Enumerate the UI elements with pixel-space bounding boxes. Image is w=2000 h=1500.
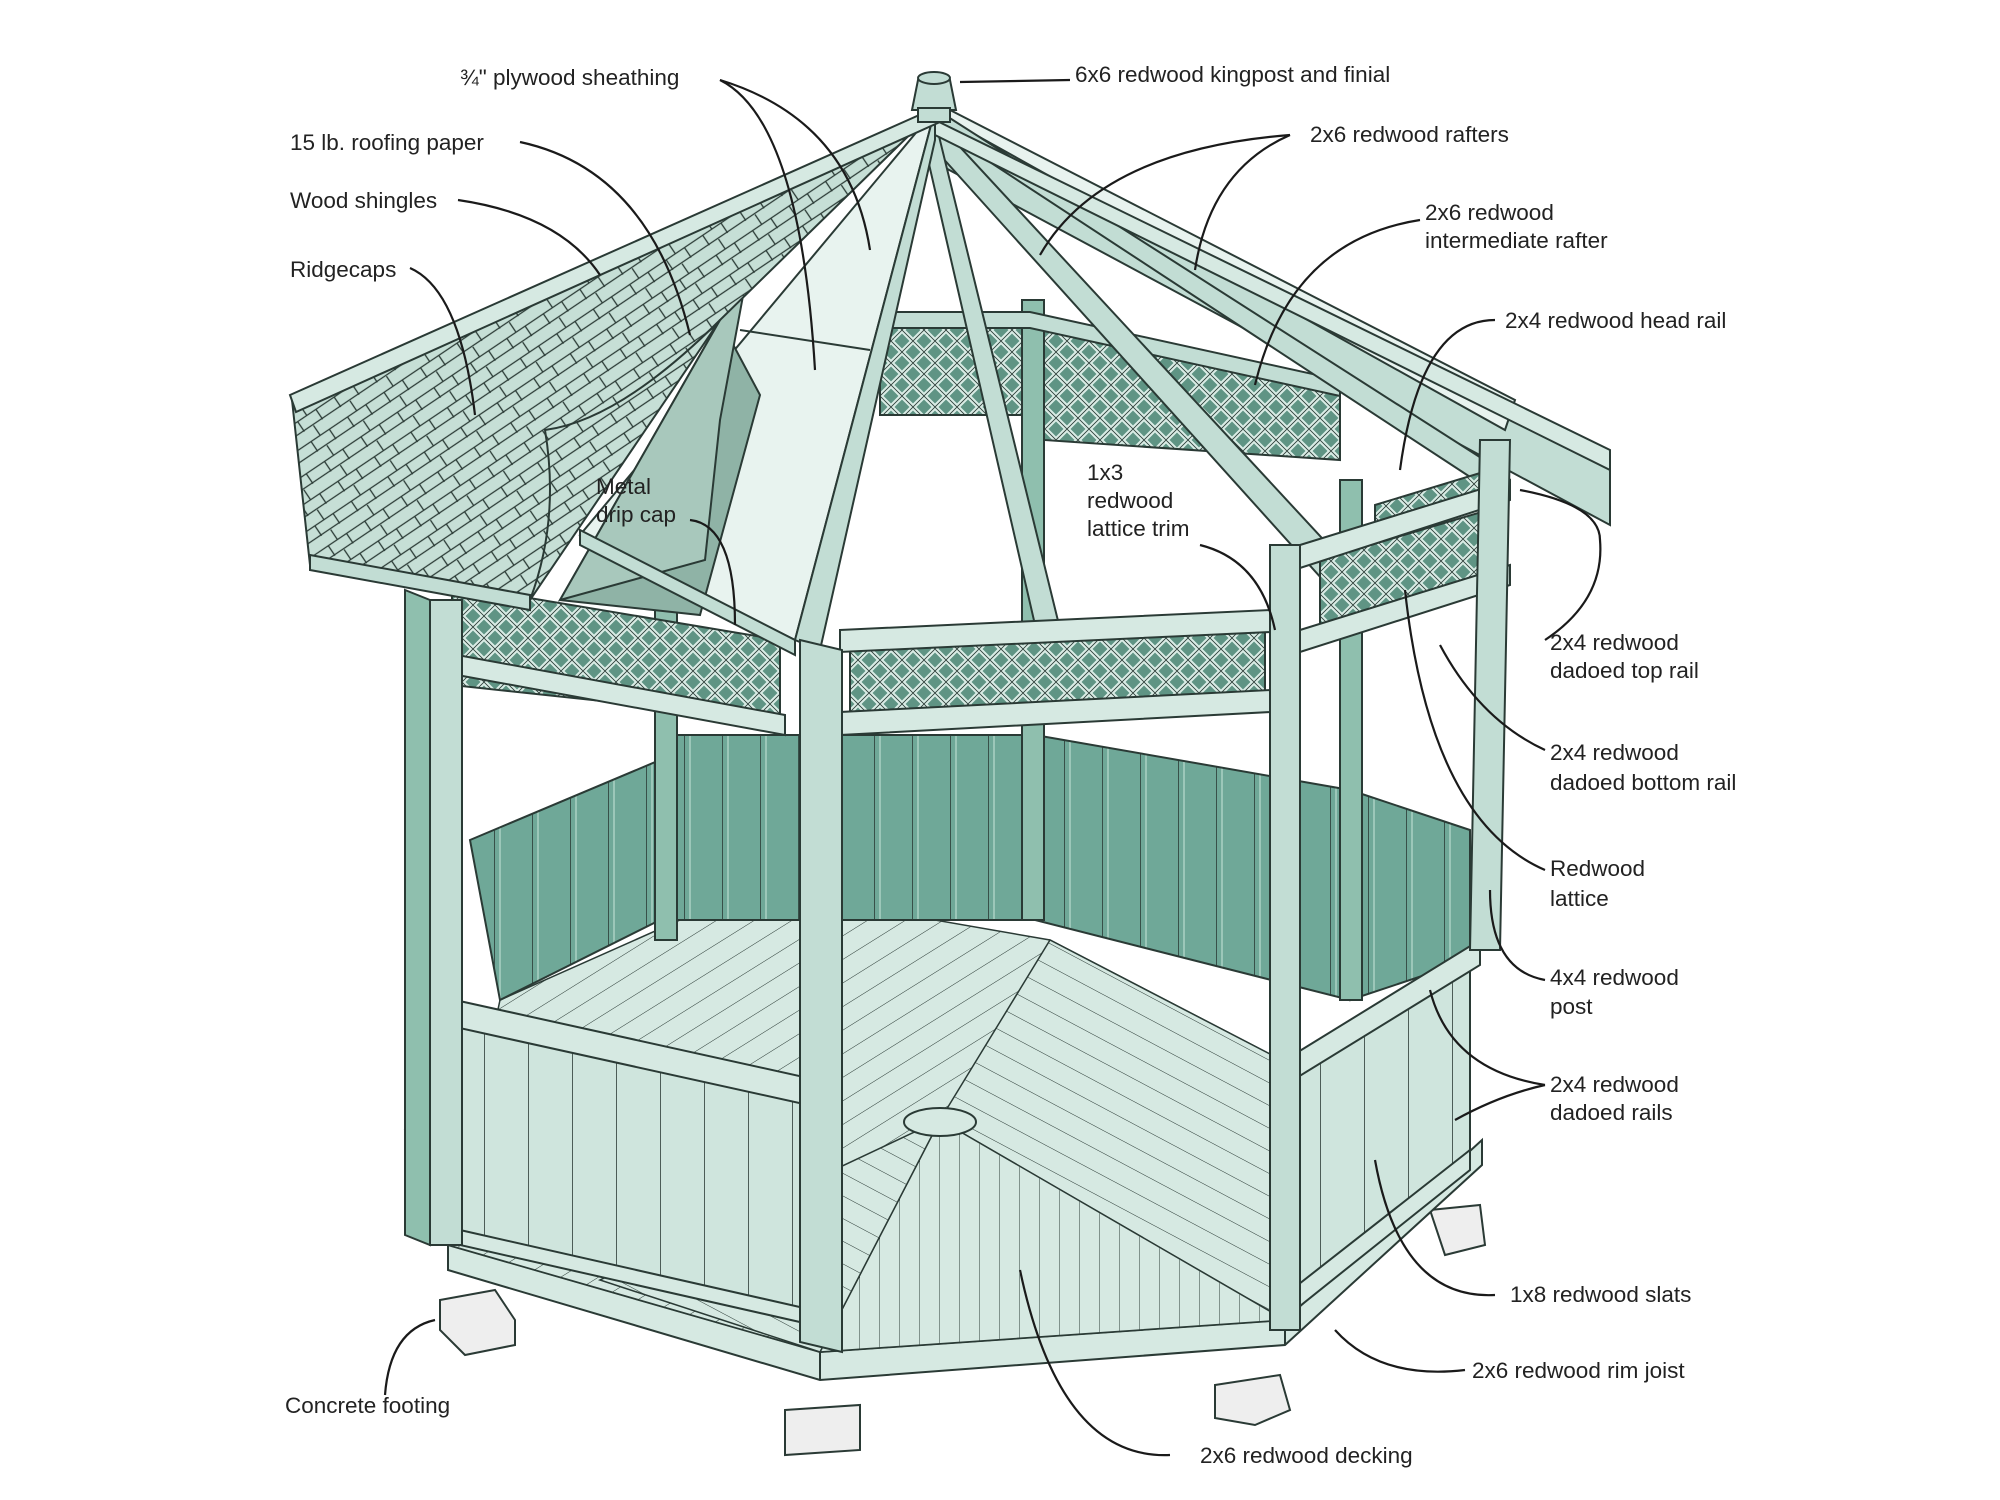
footing-front xyxy=(784,1403,861,1457)
label-rim-joist: 2x6 redwood rim joist xyxy=(1472,1358,1685,1383)
label-footing: Concrete footing xyxy=(285,1393,450,1418)
footing-left xyxy=(439,1288,516,1357)
roof-left xyxy=(288,106,942,657)
label-lattice-trim-2: redwood xyxy=(1087,488,1173,513)
front-posts xyxy=(404,439,1512,1354)
label-roofing-paper: 15 lb. roofing paper xyxy=(290,130,484,155)
label-decking: 2x6 redwood decking xyxy=(1200,1443,1413,1468)
labels: 6x6 redwood kingpost and finial ¾" plywo… xyxy=(285,62,1736,1468)
post-left-side xyxy=(404,588,431,1247)
post-front xyxy=(799,638,843,1354)
footing-right-front xyxy=(1214,1373,1292,1427)
eave-fascia xyxy=(309,553,531,612)
label-head-rail: 2x4 redwood head rail xyxy=(1505,308,1726,333)
shingle-cut-edge xyxy=(529,319,721,601)
drip-cap-edge xyxy=(579,528,796,657)
label-lattice-2: lattice xyxy=(1550,886,1609,911)
label-intermediate-rafter-2: intermediate rafter xyxy=(1425,228,1608,253)
kingpost-finial xyxy=(910,71,958,123)
label-dadoed-rails-2: dadoed rails xyxy=(1550,1100,1673,1125)
head-rails xyxy=(429,478,1511,737)
label-bottom-rail-2: dadoed bottom rail xyxy=(1550,770,1736,795)
label-top-rail-2: dadoed top rail xyxy=(1550,658,1699,683)
label-lattice-trim-1: 1x3 xyxy=(1087,460,1123,485)
label-post-2: post xyxy=(1550,994,1593,1019)
back-walls xyxy=(468,733,1471,1002)
label-drip-cap-1: Metal xyxy=(596,474,651,499)
label-rafters: 2x6 redwood rafters xyxy=(1310,122,1509,147)
label-top-rail-1: 2x4 redwood xyxy=(1550,630,1679,655)
sheathing-seam xyxy=(739,329,871,351)
label-lattice-trim-3: lattice trim xyxy=(1087,516,1190,541)
post-right xyxy=(1468,439,1512,951)
label-post-1: 4x4 redwood xyxy=(1550,965,1679,990)
label-shingles: Wood shingles xyxy=(290,188,437,213)
label-intermediate-rafter-1: 2x6 redwood xyxy=(1425,200,1554,225)
label-drip-cap-2: drip cap xyxy=(596,502,676,527)
footing-right xyxy=(1428,1203,1487,1257)
post-left xyxy=(429,599,463,1246)
label-sheathing: ¾" plywood sheathing xyxy=(460,65,679,90)
label-kingpost: 6x6 redwood kingpost and finial xyxy=(1075,62,1390,87)
label-dadoed-rails-1: 2x4 redwood xyxy=(1550,1072,1679,1097)
post-right-front xyxy=(1269,544,1301,1331)
label-bottom-rail-1: 2x4 redwood xyxy=(1550,740,1679,765)
leader-lines xyxy=(383,78,1602,1457)
label-slats: 1x8 redwood slats xyxy=(1510,1282,1691,1307)
label-ridgecaps: Ridgecaps xyxy=(290,257,396,282)
label-lattice-1: Redwood xyxy=(1550,856,1645,881)
